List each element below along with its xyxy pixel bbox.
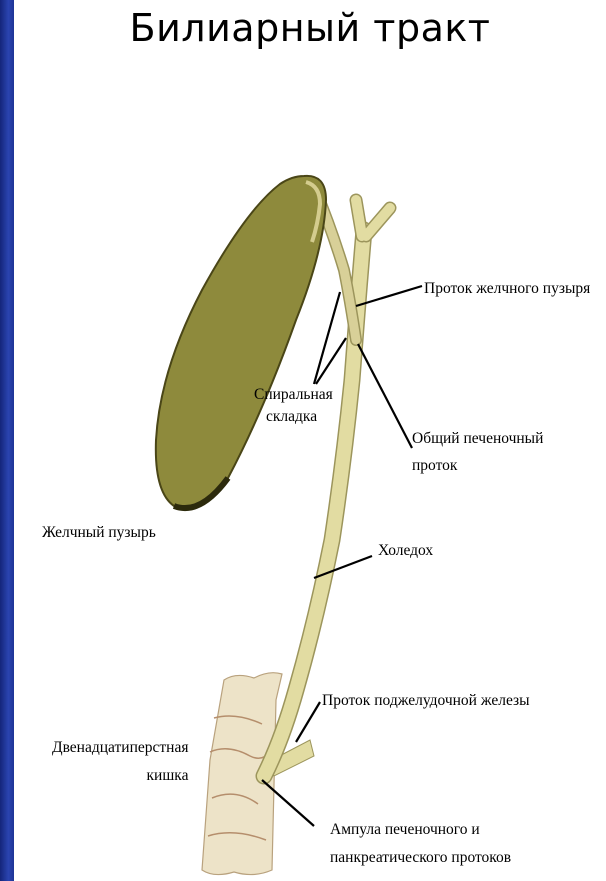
gallbladder-shape — [156, 176, 326, 508]
leader-common-hepatic — [358, 344, 412, 448]
label-spiral-fold: Спиральная складка — [254, 384, 333, 428]
leader-pancreatic-duct — [296, 702, 320, 742]
label-common-hepatic-line1: Общий печеночный — [412, 428, 543, 449]
label-gallbladder: Желчный пузырь — [42, 522, 156, 543]
slide-panel: Билиарный тракт — [14, 0, 606, 881]
label-common-hepatic: Общий печеночный проток — [412, 428, 543, 476]
label-duodenum: Двенадцатиперстная кишка — [52, 734, 188, 790]
slide-left-border — [0, 0, 14, 881]
label-spiral-fold-line2: складка — [254, 406, 333, 428]
label-spiral-fold-line1: Спиральная — [254, 384, 333, 406]
label-choledochus: Холедох — [378, 540, 433, 561]
label-ampula-line2: панкреатического протоков — [330, 844, 511, 872]
label-ampula-line1: Ампула печеночного и — [330, 816, 511, 844]
leader-spiral-fold-a — [314, 292, 340, 384]
label-ampula: Ампула печеночного и панкреатического пр… — [330, 816, 511, 872]
label-pancreatic-duct: Проток поджелудочной железы — [322, 690, 530, 711]
label-duodenum-line1: Двенадцатиперстная — [52, 734, 188, 762]
label-common-hepatic-line2: проток — [412, 455, 543, 476]
label-cystic-duct: Проток желчного пузыря — [424, 278, 590, 299]
label-duodenum-line2: кишка — [52, 762, 188, 790]
